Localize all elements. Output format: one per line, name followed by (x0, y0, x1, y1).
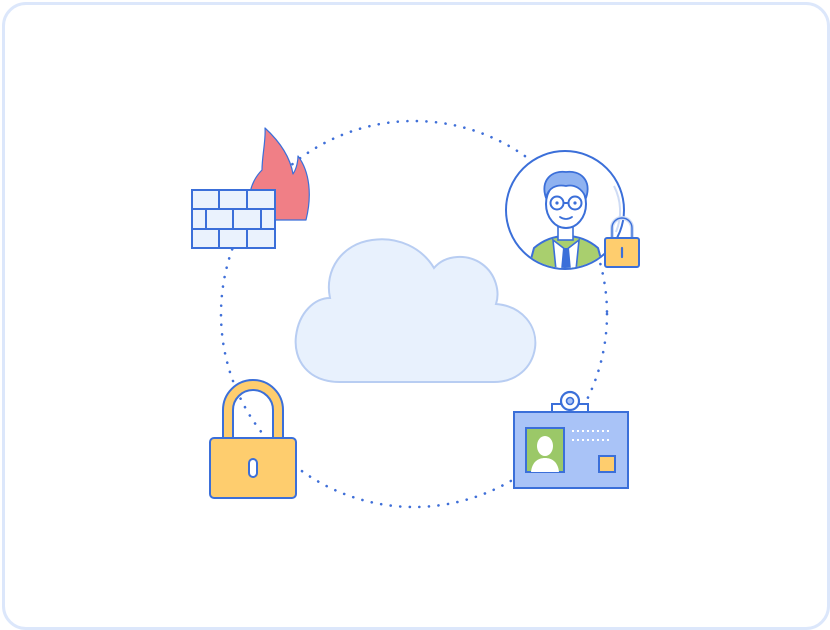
padlock-icon (209, 379, 297, 499)
cloud-icon (294, 238, 537, 383)
small-lock-icon (604, 216, 640, 268)
user-avatar-icon (505, 150, 625, 270)
connection-ring (219, 119, 609, 509)
firewall-icon (191, 127, 310, 249)
id-badge-icon (513, 390, 629, 489)
